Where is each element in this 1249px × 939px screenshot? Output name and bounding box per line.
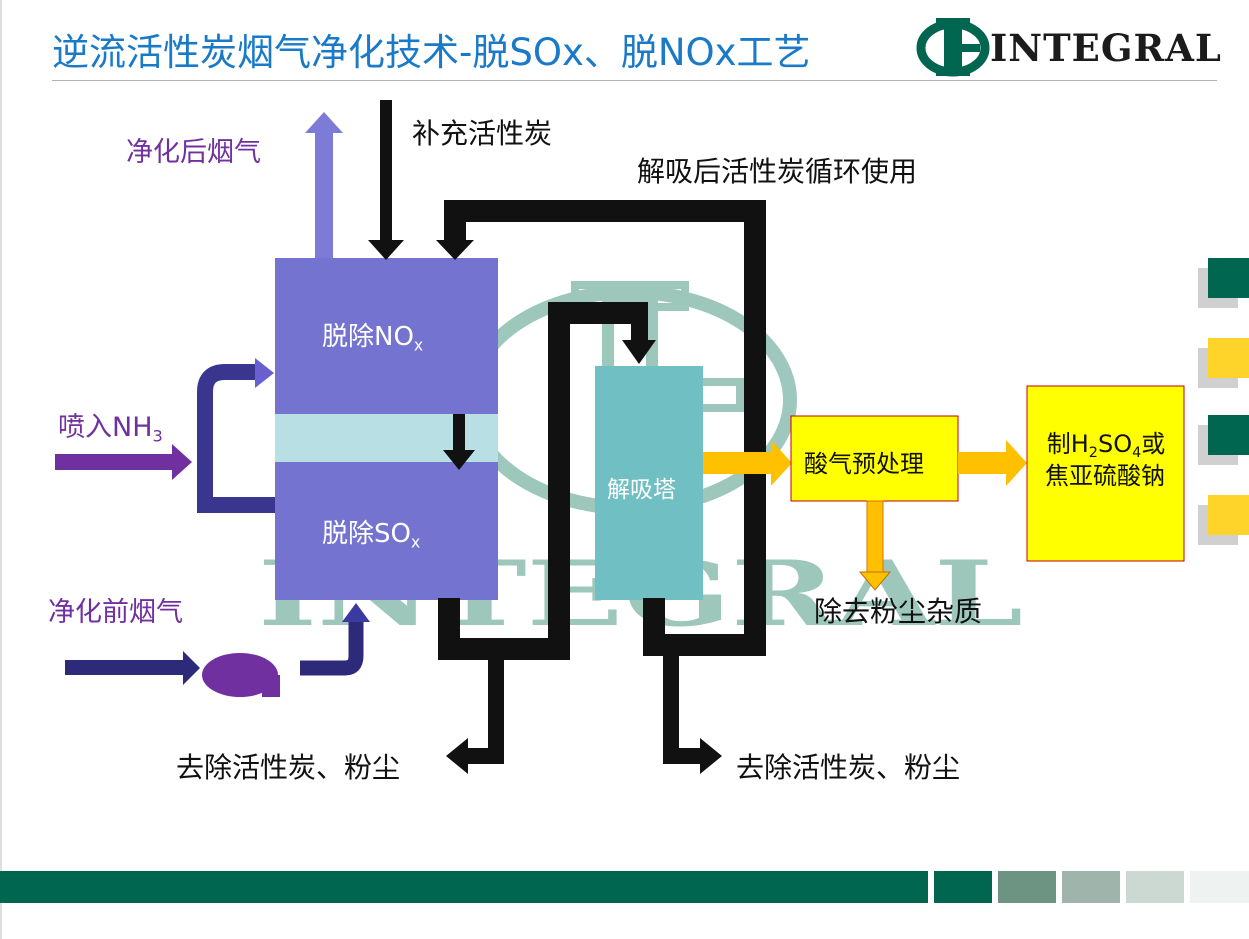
- fan-icon: [202, 653, 280, 697]
- nh3-inject-arrow: [55, 444, 192, 480]
- adsorber-denox-section: [275, 258, 498, 414]
- footer-bar: [0, 871, 1249, 903]
- fan-outlet-arrow: [300, 603, 370, 676]
- desorber-tower: [595, 366, 703, 600]
- recirculation-loop-arrow: [197, 358, 275, 513]
- raw-gas-label: 净化前烟气: [48, 597, 183, 628]
- supplement-carbon-label: 补充活性炭: [412, 117, 553, 150]
- acid-pretreat-label: 酸气预处理: [804, 450, 924, 478]
- denox-label: 脱除NOx: [322, 322, 424, 355]
- raw-gas-arrow: [65, 651, 200, 685]
- purified-gas-arrow: [305, 112, 343, 260]
- adsorber-desox-section: [275, 462, 498, 600]
- internal-down-arrow: [443, 414, 475, 470]
- desorber-label: 解吸塔: [607, 477, 676, 503]
- product-label-line1: 制H2SO4或: [1046, 430, 1166, 462]
- purified-gas-label: 净化后烟气: [126, 137, 261, 168]
- desox-label: 脱除SOx: [322, 519, 421, 552]
- page-title: 逆流活性炭烟气净化技术-脱SOx、脱NOx工艺: [52, 31, 811, 74]
- right-decor-squares: [1198, 258, 1249, 545]
- product-label-line2: 焦亚硫酸钠: [1045, 462, 1165, 490]
- inject-nh3-label: 喷入NH3: [58, 412, 163, 446]
- discharge-right-arrow: [663, 656, 722, 774]
- title-rule: [52, 80, 1217, 81]
- discharge-left-arrow: [446, 660, 504, 774]
- supplement-carbon-arrow: [368, 100, 404, 260]
- remove-impurities-label: 除去粉尘杂质: [814, 595, 983, 628]
- adsorber-to-desorber-path: [438, 302, 656, 660]
- integral-logo-icon: [916, 18, 990, 77]
- recycle-carbon-label: 解吸后活性炭循环使用: [637, 155, 918, 188]
- remove-dust-right-label: 去除活性炭、粉尘: [736, 751, 961, 784]
- recycle-carbon-loop: [436, 200, 766, 656]
- product-box: [1026, 385, 1185, 562]
- desorber-to-pretreat-arrow: [703, 440, 792, 486]
- impurities-arrow: [858, 500, 892, 591]
- pretreat-to-product-arrow: [958, 440, 1027, 486]
- remove-dust-left-label: 去除活性炭、粉尘: [176, 751, 401, 784]
- logo-text: INTEGRAL: [990, 26, 1222, 70]
